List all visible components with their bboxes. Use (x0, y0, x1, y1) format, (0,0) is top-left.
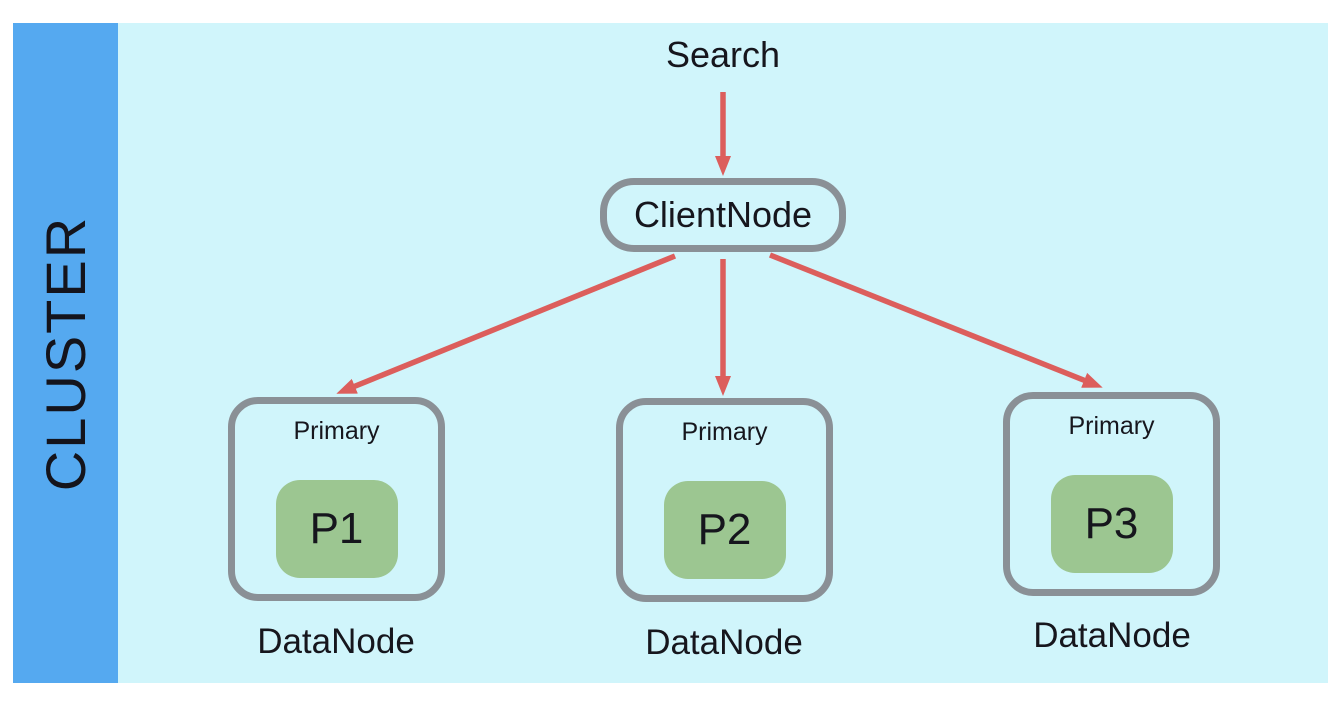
data-node-1: Primary P1 (228, 397, 445, 601)
data-node-caption-1: DataNode (257, 622, 415, 661)
shard-box-p1: P1 (275, 480, 398, 578)
data-node-2: Primary P2 (616, 398, 833, 602)
data-node-caption-2: DataNode (645, 623, 803, 662)
cluster-sidebar: CLUSTER (13, 23, 118, 683)
shard-label-p3: P3 (1084, 499, 1139, 548)
primary-label-3: Primary (1068, 412, 1155, 440)
cluster-label: CLUSTER (34, 215, 98, 491)
shard-label-p1: P1 (309, 504, 364, 553)
primary-label-1: Primary (293, 417, 380, 445)
shard-box-p3: P3 (1050, 475, 1173, 573)
data-node-3: Primary P3 (1003, 392, 1220, 596)
primary-label-2: Primary (681, 418, 768, 446)
search-label: Search (665, 34, 781, 75)
client-node: ClientNode (600, 178, 846, 252)
data-node-caption-3: DataNode (1033, 616, 1191, 655)
client-node-label: ClientNode (633, 194, 813, 235)
shard-label-p2: P2 (697, 505, 752, 554)
shard-box-p2: P2 (663, 481, 786, 579)
